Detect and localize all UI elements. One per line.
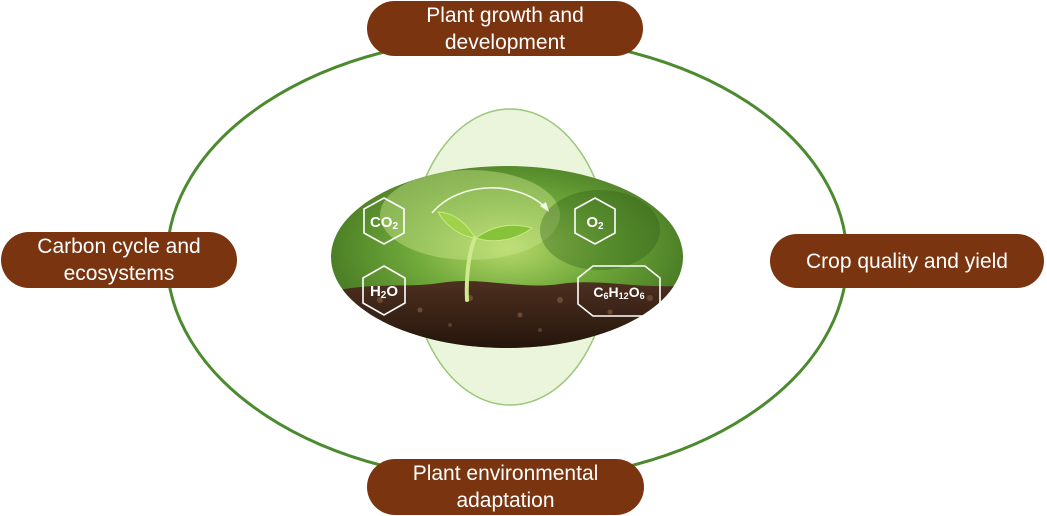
octagon-icon	[577, 265, 661, 317]
svg-text:O2: O2	[586, 214, 604, 232]
hexagon-icon	[363, 197, 405, 245]
soil	[331, 281, 683, 348]
svg-text:CO2: CO2	[370, 214, 399, 232]
node-carbon-cycle-line1: Carbon cycle and	[37, 235, 201, 258]
co2-molecule: CO2	[363, 197, 405, 245]
node-plant-growth-line2: development	[444, 30, 566, 54]
node-plant-growth-line1: Plant growth and	[426, 3, 584, 27]
glucose-c-sub: 6	[604, 291, 609, 301]
h2o-subscript: 2	[381, 290, 387, 301]
glucose-h: H	[609, 284, 619, 300]
o2-molecule: O2	[574, 197, 616, 245]
node-carbon-cycle-line2: ecosystems	[63, 262, 175, 285]
o2-label: O	[586, 214, 598, 231]
node-carbon-cycle: Carbon cycle and ecosystems	[1, 232, 237, 288]
sprout-stem	[464, 236, 477, 302]
svg-text:H2O: H2O	[370, 283, 398, 301]
arrow-head	[540, 202, 549, 212]
hexagon-icon	[574, 197, 616, 245]
seedling-photo	[331, 166, 683, 348]
leaf-sprout-icon	[437, 211, 476, 239]
glucose-o: O	[629, 284, 640, 300]
o2-subscript: 2	[598, 221, 604, 232]
node-crop-quality-label: Crop quality and yield	[806, 249, 1008, 273]
arrow-curve-icon	[431, 187, 549, 214]
node-environmental-adaptation: Plant environmental adaptation	[367, 459, 644, 515]
svg-text:C6H12O6: C6H12O6	[593, 284, 644, 301]
glucose-h-sub: 12	[619, 291, 629, 301]
co2-label: CO	[370, 214, 393, 231]
leaf-sprout-icon	[474, 224, 534, 242]
co2-subscript: 2	[392, 221, 398, 232]
hexagon-icon	[362, 265, 406, 316]
node-environmental-adaptation-line1: Plant environmental	[412, 462, 599, 485]
node-plant-growth: Plant growth and development	[367, 1, 643, 56]
h2o-h: H	[370, 283, 381, 300]
h2o-molecule: H2O	[362, 265, 406, 316]
glucose-molecule: C6H12O6	[577, 265, 661, 317]
node-environmental-adaptation-line2: adaptation	[456, 489, 555, 512]
glucose-c: C	[593, 284, 603, 300]
node-crop-quality: Crop quality and yield	[770, 234, 1044, 288]
h2o-o: O	[386, 283, 398, 300]
glucose-o-sub: 6	[640, 291, 645, 301]
